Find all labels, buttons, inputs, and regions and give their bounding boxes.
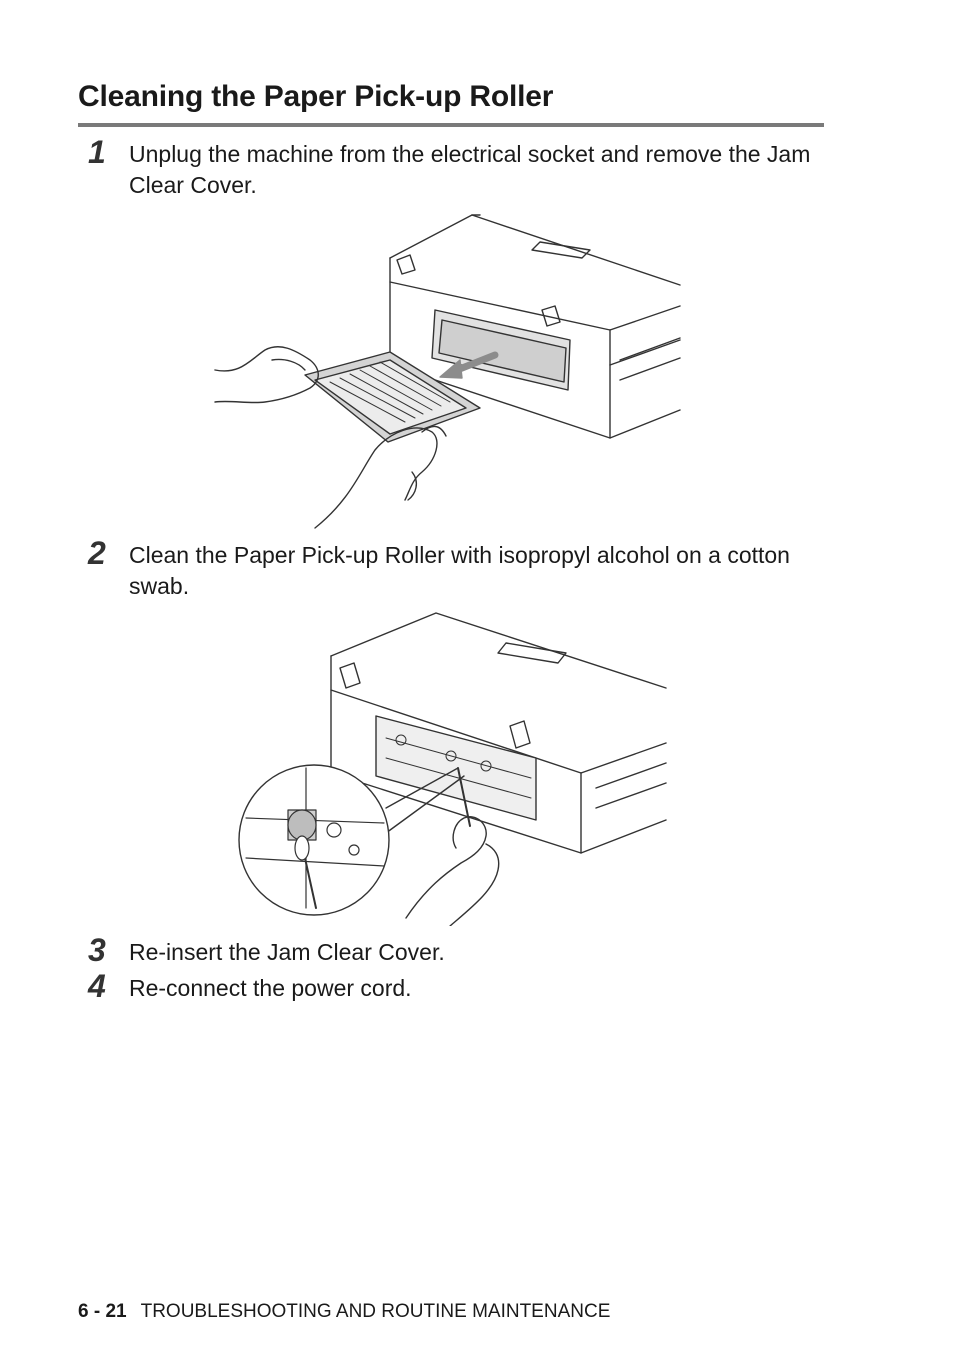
page-number: 6 - 21	[78, 1301, 127, 1322]
step-4-number: 4	[88, 968, 106, 1004]
title-rule	[78, 123, 824, 127]
step-2-number: 2	[88, 535, 106, 571]
section-name: TROUBLESHOOTING AND ROUTINE MAINTENANCE	[140, 1301, 611, 1322]
step-3-text: Re-insert the Jam Clear Cover.	[129, 939, 445, 965]
step-1-text: Unplug the machine from the electrical s…	[129, 141, 811, 198]
step-4-text: Re-connect the power cord.	[129, 975, 412, 1001]
step-1-number: 1	[88, 134, 106, 170]
page-title: Cleaning the Paper Pick-up Roller	[78, 80, 554, 113]
step-2-text: Clean the Paper Pick-up Roller with isop…	[129, 542, 790, 599]
remove-jam-clear-cover-illustration	[214, 214, 681, 529]
page-footer: 6 - 21 TROUBLESHOOTING AND ROUTINE MAINTE…	[78, 1301, 610, 1323]
clean-pickup-roller-illustration	[238, 612, 667, 926]
step-3-number: 3	[88, 932, 106, 968]
